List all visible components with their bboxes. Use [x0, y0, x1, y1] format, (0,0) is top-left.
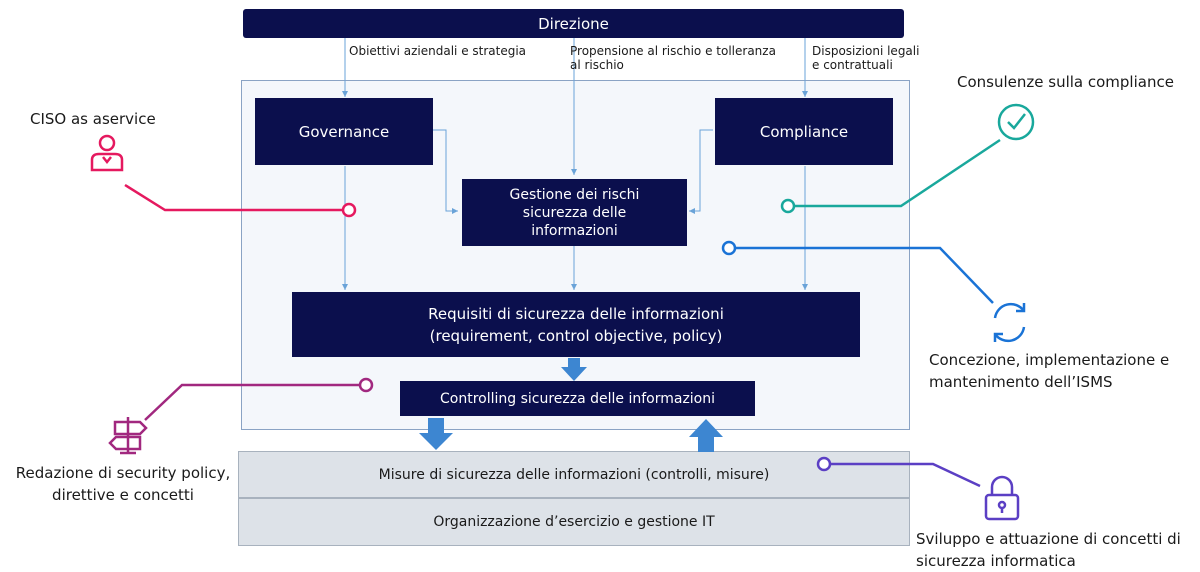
compliance-box: Compliance	[715, 98, 893, 165]
label-obiettivi: Obiettivi aziendali e strategia	[349, 44, 527, 58]
isms-connector-dot	[721, 240, 737, 256]
block-arrow-requisiti-controlling	[561, 358, 587, 381]
compliance-label: Compliance	[759, 122, 849, 141]
controlling-box: Controlling sicurezza delle informazioni	[400, 381, 755, 416]
compliance-connector-dot	[780, 198, 796, 214]
sviluppo-connector	[830, 462, 981, 488]
arrow-compliance-rischi	[689, 129, 713, 214]
ciso-connector-dot	[341, 202, 357, 218]
check-circle-icon	[997, 103, 1035, 141]
rischi-box: Gestione dei rischi sicurezza delle info…	[462, 179, 687, 246]
sviluppo-connector-dot	[816, 456, 832, 472]
ciso-connector	[124, 183, 343, 212]
policy-connector	[144, 383, 360, 421]
signpost-icon	[108, 417, 148, 455]
label-propensione: Propensione al rischio e tolleranza al r…	[570, 44, 776, 72]
block-arrow-down-misure	[419, 418, 453, 450]
governance-label: Governance	[298, 122, 390, 141]
label-disposizioni: Disposizioni legali e contrattuali	[812, 44, 920, 72]
padlock-icon	[984, 475, 1020, 521]
direzione-label: Direzione	[538, 14, 609, 33]
requisiti-label-line2: (requirement, control objective, policy)	[429, 326, 723, 345]
organizzazione-band: Organizzazione d’esercizio e gestione IT	[238, 498, 910, 546]
compliance-connector	[793, 138, 1001, 208]
governance-box: Governance	[255, 98, 433, 165]
controlling-label: Controlling sicurezza delle informazioni	[439, 390, 716, 407]
rischi-label: Gestione dei rischi sicurezza delle info…	[509, 186, 640, 239]
misure-label: Misure di sicurezza delle informazioni (…	[378, 466, 770, 483]
requisiti-label-line1: Requisiti di sicurezza delle informazion…	[428, 304, 724, 323]
block-arrow-up-controlling	[689, 419, 723, 452]
policy-label: Redazione di security policy, direttive …	[15, 464, 231, 504]
organizzazione-label: Organizzazione d’esercizio e gestione IT	[433, 514, 715, 530]
isms-label: Concezione, implementazione e mantenimen…	[929, 351, 1170, 391]
compliance-consulting-label: Consulenze sulla compliance	[957, 73, 1174, 91]
requisiti-box: Requisiti di sicurezza delle informazion…	[292, 292, 860, 357]
ciso-label: CISO as aservice	[30, 110, 156, 128]
sviluppo-label: Sviluppo e attuazione di concetti di sic…	[916, 530, 1181, 570]
policy-connector-dot	[358, 377, 374, 393]
arrow-governance-rischi	[433, 129, 458, 214]
person-icon	[90, 134, 124, 172]
isms-connector	[735, 246, 994, 304]
misure-band: Misure di sicurezza delle informazioni (…	[238, 451, 910, 498]
direzione-bar: Direzione	[243, 9, 904, 38]
refresh-icon	[993, 302, 1026, 343]
